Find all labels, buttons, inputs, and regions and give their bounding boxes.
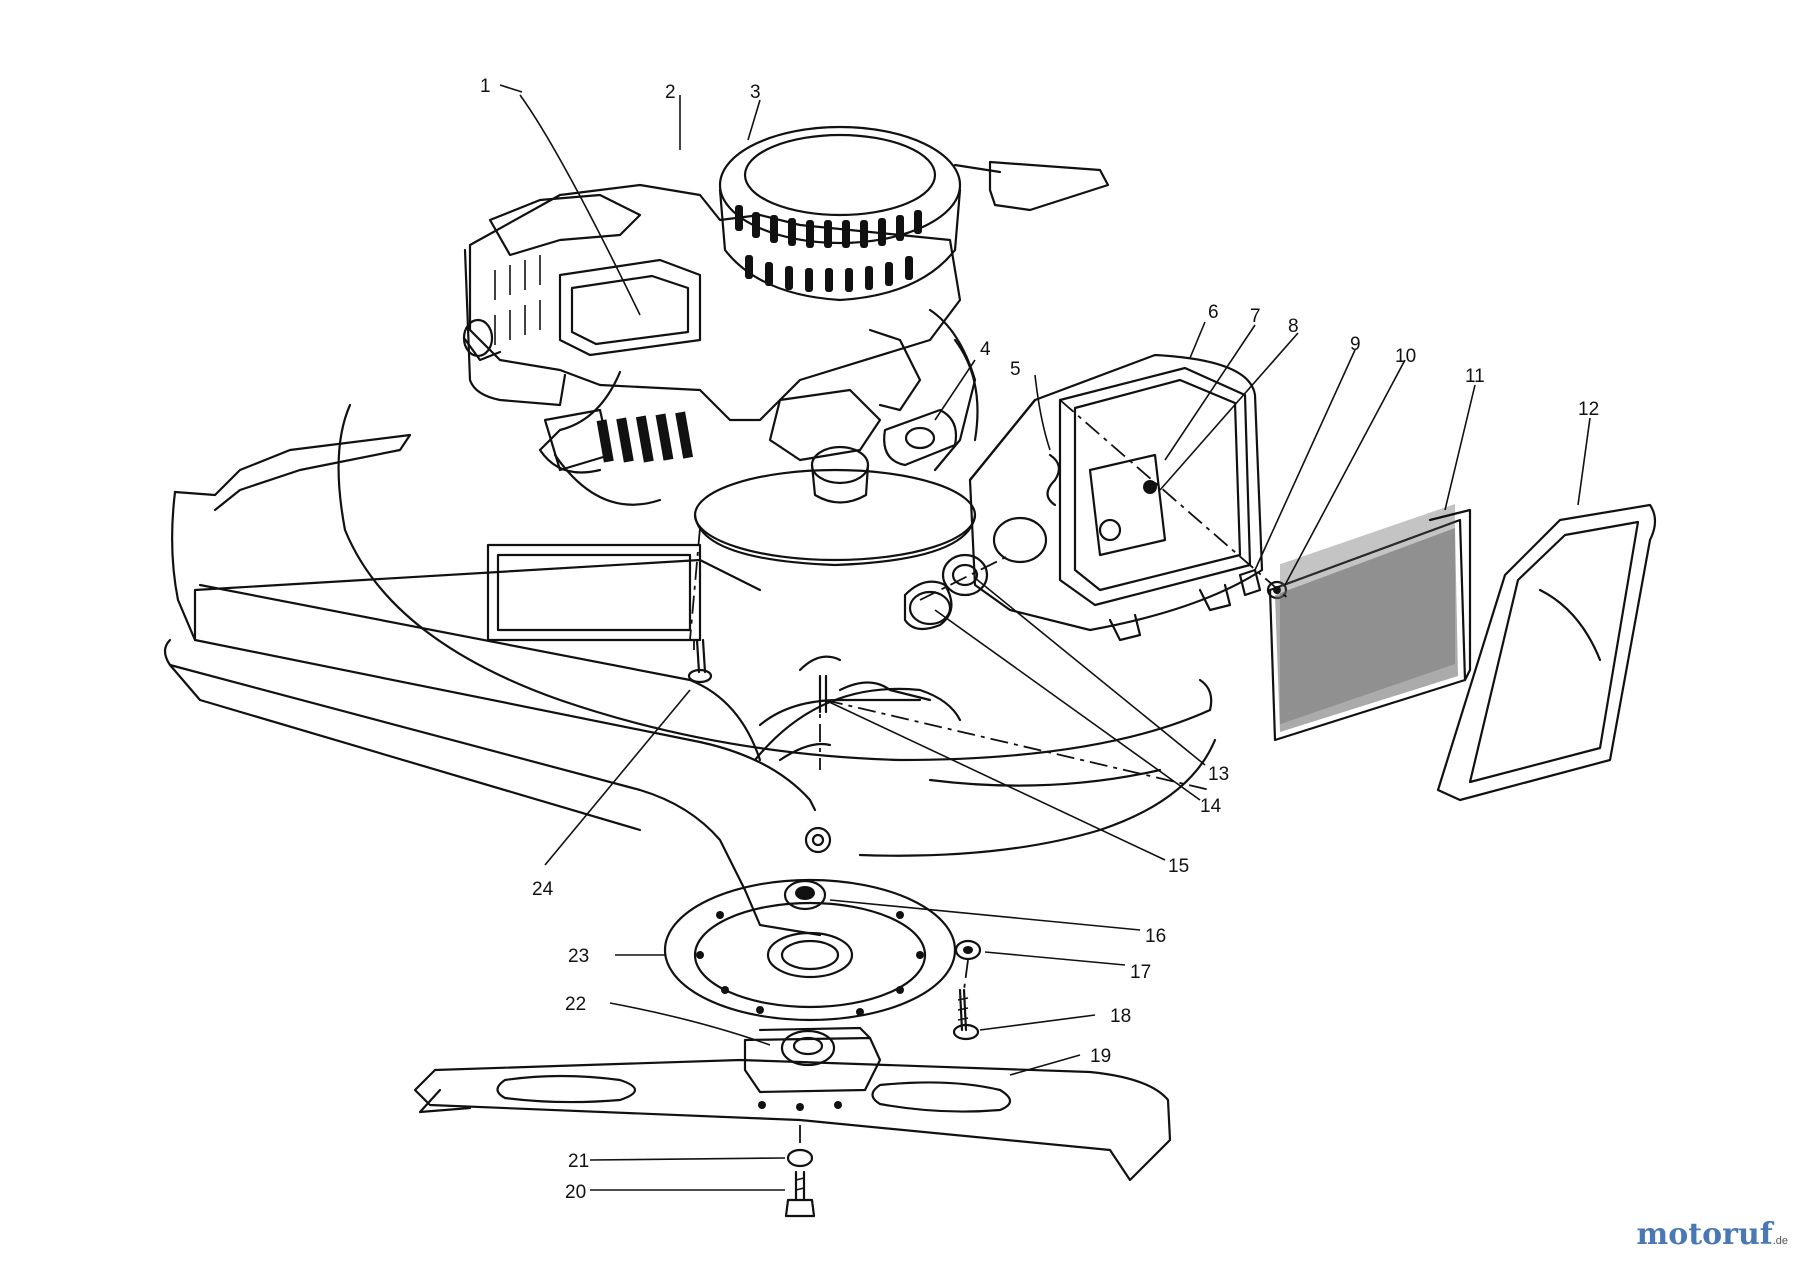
callout-3: 3	[750, 82, 761, 103]
callout-1: 1	[480, 76, 491, 97]
callout-11: 11	[1465, 366, 1485, 387]
air-cleaner	[903, 353, 1657, 802]
callout-24: 24	[532, 879, 554, 900]
callout-2: 2	[665, 82, 676, 103]
callout-labels: 1 2 3 4 5 6 7 8 9 10 11 12 13 14 15 16 1…	[480, 76, 1599, 1203]
callout-6: 6	[1208, 302, 1219, 323]
callout-21: 21	[568, 1151, 589, 1172]
bolt-part-24	[687, 638, 713, 684]
assembly-dash-lines	[689, 399, 1291, 1150]
callout-20: 20	[565, 1182, 586, 1203]
callout-10: 10	[1395, 346, 1416, 367]
callout-7: 7	[1250, 306, 1261, 327]
watermark-text: motoruf	[1636, 1217, 1773, 1252]
mower-deck	[163, 403, 1217, 937]
callout-15: 15	[1168, 856, 1189, 877]
callout-16: 16	[1145, 926, 1166, 947]
callout-22: 22	[565, 994, 586, 1015]
watermark-logo[interactable]: motoruf.de	[1637, 1217, 1788, 1252]
callout-13: 13	[1208, 764, 1229, 785]
callout-18: 18	[1110, 1006, 1131, 1027]
blade-assembly	[413, 878, 1172, 1218]
callout-19: 19	[1090, 1046, 1111, 1067]
leader-lines	[499, 84, 1591, 1191]
callout-12: 12	[1578, 399, 1599, 420]
engine-assembly	[462, 125, 1110, 567]
callout-17: 17	[1130, 962, 1151, 983]
callout-9: 9	[1350, 334, 1361, 355]
pin-part	[818, 674, 828, 714]
callout-4: 4	[980, 339, 991, 360]
callout-8: 8	[1288, 316, 1299, 337]
callout-14: 14	[1200, 796, 1222, 817]
watermark-suffix: .de	[1772, 1235, 1788, 1247]
callout-5: 5	[1010, 359, 1021, 380]
callout-23: 23	[568, 946, 589, 967]
